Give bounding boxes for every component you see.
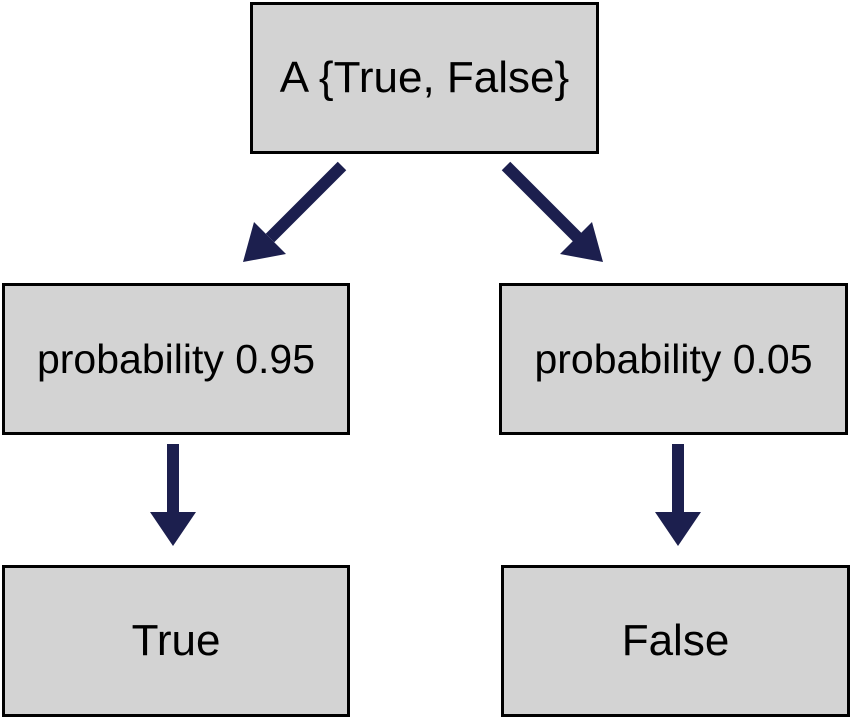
probability-label-false: probability 0.05 — [534, 335, 813, 382]
arrow-right-prob-to-outcome — [655, 444, 701, 546]
outcome-label-false: False — [621, 616, 730, 665]
arrow-root-to-left — [243, 161, 347, 262]
arrow-left-prob-to-outcome — [150, 444, 196, 546]
outcome-node-false: False — [501, 565, 850, 717]
outcome-node-true: True — [2, 565, 350, 717]
outcome-label-true: True — [131, 616, 221, 665]
probability-label-true: probability 0.95 — [36, 335, 316, 382]
probability-node-true: probability 0.95 — [2, 283, 350, 435]
probability-node-false: probability 0.05 — [499, 283, 848, 435]
root-node: A {True, False} — [250, 2, 599, 154]
arrow-root-to-right — [501, 161, 603, 262]
root-label: A {True, False} — [279, 53, 570, 102]
